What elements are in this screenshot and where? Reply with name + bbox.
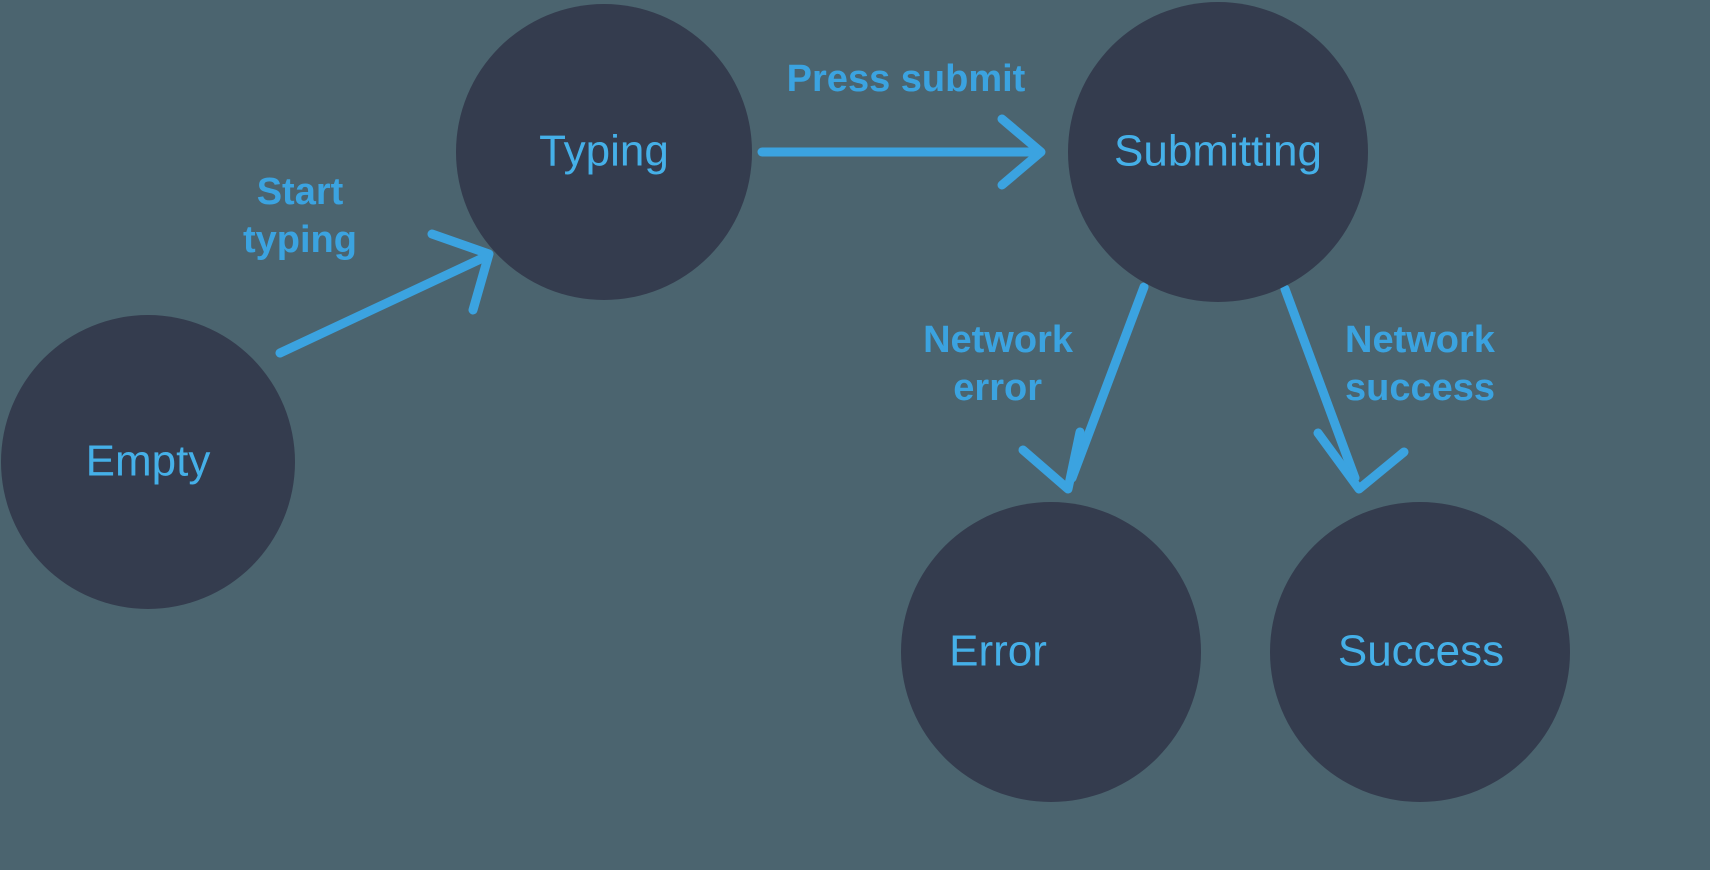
node-submitting[interactable]: Submitting <box>1068 2 1368 302</box>
arrowhead-typing-submitting <box>997 114 1046 190</box>
edge-label-press-submit: Press submit <box>787 58 1026 100</box>
node-success-circle[interactable] <box>1270 502 1570 802</box>
arrowhead-empty-typing <box>427 229 494 315</box>
node-empty-circle[interactable] <box>1 315 295 609</box>
arrowhead-submitting-error <box>1018 427 1085 494</box>
edge-label-network-success: Network success <box>1345 319 1496 409</box>
edge-submitting-to-error <box>1018 282 1149 494</box>
node-empty-label: Empty <box>86 437 211 486</box>
node-error-label: Error <box>949 627 1047 676</box>
edge-label-network-error: Network error <box>923 319 1074 409</box>
node-empty[interactable]: Empty <box>1 315 295 609</box>
edge-label-start-typing: Start typing <box>243 171 357 261</box>
edge-label-press-submit-line1: Press submit <box>787 58 1026 100</box>
edge-label-network-error-line1: Network <box>923 319 1074 361</box>
edge-label-start-typing-line1: Start <box>257 171 344 213</box>
node-submitting-circle[interactable] <box>1068 2 1368 302</box>
arrowhead-submitting-success <box>1313 428 1409 494</box>
node-success-label: Success <box>1338 627 1504 676</box>
node-error-circle[interactable] <box>901 502 1201 802</box>
edge-label-start-typing-line2: typing <box>243 219 357 261</box>
node-typing-label: Typing <box>539 127 669 176</box>
edge-line-submitting-success <box>1280 284 1360 483</box>
edge-label-network-success-line2: success <box>1345 367 1495 409</box>
node-error[interactable]: Error <box>901 502 1201 802</box>
edge-empty-to-typing <box>275 229 494 358</box>
edge-line-submitting-error <box>1067 282 1149 483</box>
edge-label-network-success-line1: Network <box>1345 319 1496 361</box>
edge-line-empty-typing <box>275 251 492 358</box>
node-typing-circle[interactable] <box>456 4 752 300</box>
edge-submitting-to-success <box>1280 284 1409 494</box>
node-success[interactable]: Success <box>1270 502 1570 802</box>
edge-typing-to-submitting <box>757 114 1046 190</box>
node-submitting-label: Submitting <box>1114 127 1322 176</box>
edge-label-network-error-line2: error <box>953 367 1042 409</box>
node-typing[interactable]: Typing <box>456 4 752 300</box>
